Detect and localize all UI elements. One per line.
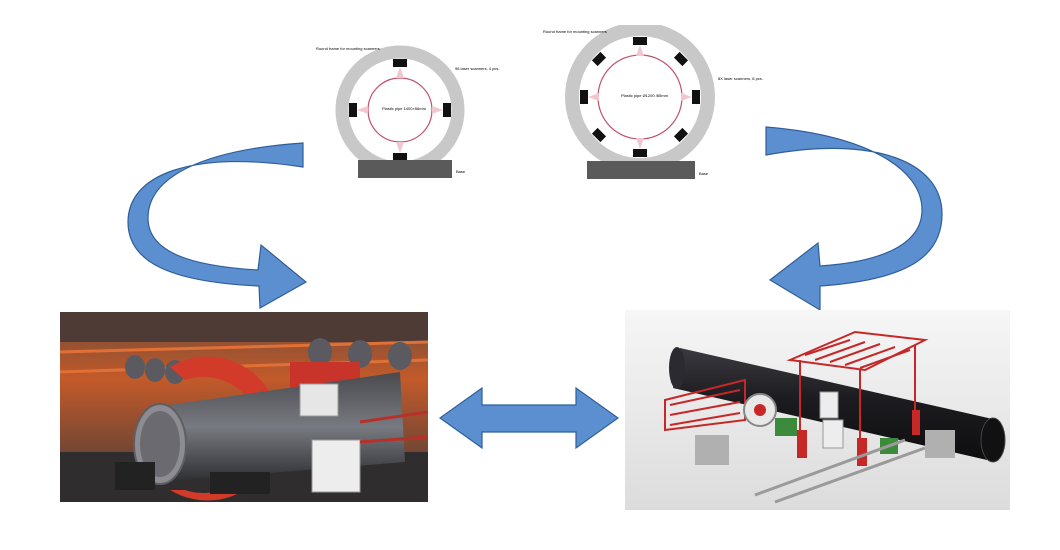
schematic-large-frame: Round frame for mounting scanners 8X las… (543, 25, 763, 179)
base-block (358, 160, 452, 178)
scanner-block (443, 103, 451, 117)
scanner-block (349, 103, 357, 117)
base-label: Base (456, 169, 466, 174)
laser-beams (588, 45, 692, 149)
scanner-label: 8X laser scanners, 8 pcs. (718, 76, 763, 81)
control-cabinet (311, 439, 361, 493)
scanner-block (393, 153, 407, 161)
frame-label: Round frame for mounting scanners (543, 29, 607, 34)
laser-beam (357, 106, 368, 114)
rails (754, 438, 926, 504)
base-block (587, 161, 695, 179)
pipe-label: Plastic pipe Ø1200 /85mm (621, 93, 669, 98)
scanner-block (393, 59, 407, 67)
laser-beam (396, 67, 404, 78)
double-headed-arrow (438, 386, 620, 450)
scanner-set (580, 37, 700, 157)
factory-photo (60, 312, 428, 502)
curved-arrow-left (127, 142, 308, 310)
control-cabinet (299, 383, 339, 417)
control-cabinet (822, 419, 844, 449)
schematic-small-frame: Round frame for mounting scanners 96 las… (316, 45, 499, 178)
base-label: Base (699, 171, 709, 176)
control-cabinet (819, 391, 839, 419)
pipe-label: Plastic pipe 1400×56mm (382, 106, 427, 111)
scanner-label: 96 laser scanners, 4 pcs. (455, 66, 499, 71)
red-round-frame (170, 356, 280, 501)
curved-arrow-right (765, 126, 943, 312)
frame-label: Round frame for mounting scanners (316, 46, 380, 51)
laser-beam (396, 142, 404, 153)
gantry-render (625, 310, 1010, 510)
laser-beam (432, 106, 443, 114)
